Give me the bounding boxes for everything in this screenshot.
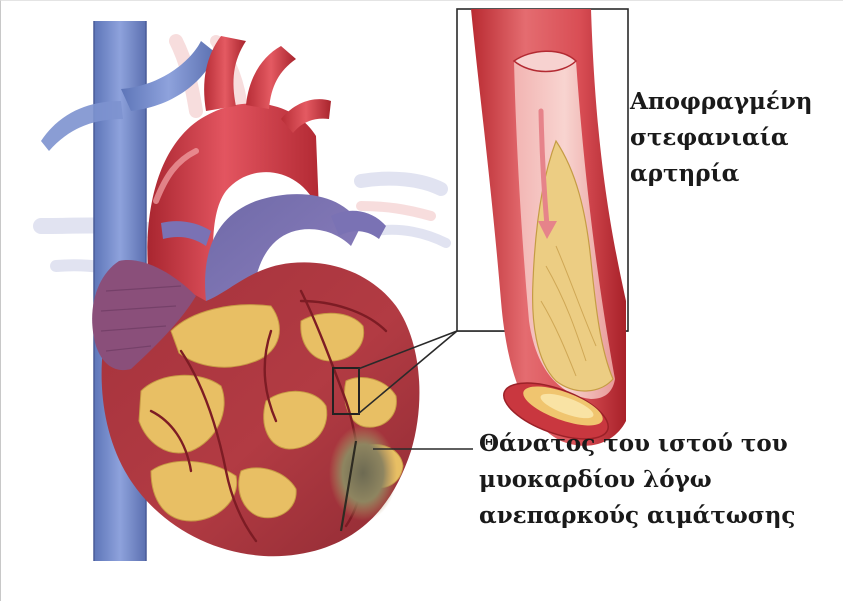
blocked-artery-label-line: στεφανιαία (630, 120, 813, 156)
blocked-artery-label-line: Αποφραγμένη (630, 84, 813, 120)
dead-tissue-region (329, 425, 397, 521)
tissue-death-label-line: ανεπαρκούς αιμάτωσης (479, 498, 795, 534)
tissue-death-label: Θάνατος του ιστού του μυοκαρδίου λόγω αν… (479, 426, 795, 534)
blocked-artery-label: Αποφραγμένη στεφανιαία αρτηρία (630, 84, 813, 192)
blocked-artery-label-line: αρτηρία (630, 156, 813, 192)
tissue-death-label-line: μυοκαρδίου λόγω (479, 462, 795, 498)
tissue-death-label-line: Θάνατος του ιστού του (479, 426, 795, 462)
